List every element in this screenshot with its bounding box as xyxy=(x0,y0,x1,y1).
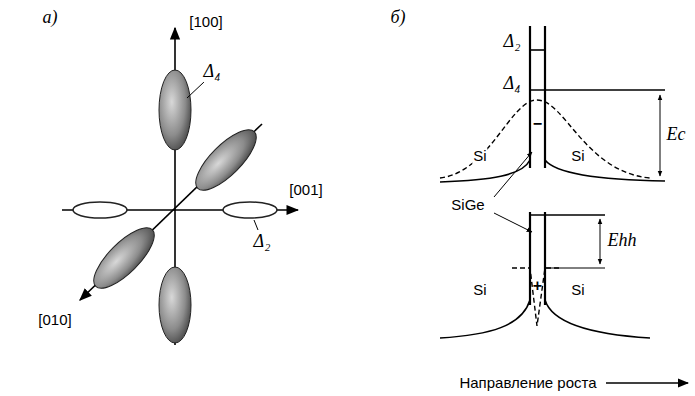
direction-label: [001] xyxy=(288,182,323,199)
axes xyxy=(62,28,298,345)
valley-ellipsoids xyxy=(73,70,277,343)
energy-label: Ec xyxy=(666,125,687,145)
valley-label: Δ₄ xyxy=(503,74,522,94)
band-edges xyxy=(440,26,665,338)
valley-label: Δ₄ xyxy=(203,62,222,82)
material-label: SiGe xyxy=(450,197,485,214)
direction-label: [100] xyxy=(188,14,223,31)
direction-label: [010] xyxy=(37,312,72,329)
material-label: Si xyxy=(472,282,487,299)
valley-label: Δ₂ xyxy=(253,232,272,252)
panel-letter: а) xyxy=(42,8,59,28)
material-label: Si xyxy=(570,148,585,165)
material-label: Si xyxy=(472,148,487,165)
panel-letter: б) xyxy=(389,8,406,28)
energy-label: Ehh xyxy=(607,231,638,251)
pointer-arrows xyxy=(494,152,688,383)
material-label: Si xyxy=(570,282,585,299)
charge-sign: − xyxy=(532,115,543,133)
wavefunctions xyxy=(440,100,650,326)
axis-label: Направление роста xyxy=(458,375,597,392)
leader-lines xyxy=(187,82,258,230)
charge-sign: + xyxy=(532,277,543,295)
valley-label: Δ₂ xyxy=(503,32,522,52)
